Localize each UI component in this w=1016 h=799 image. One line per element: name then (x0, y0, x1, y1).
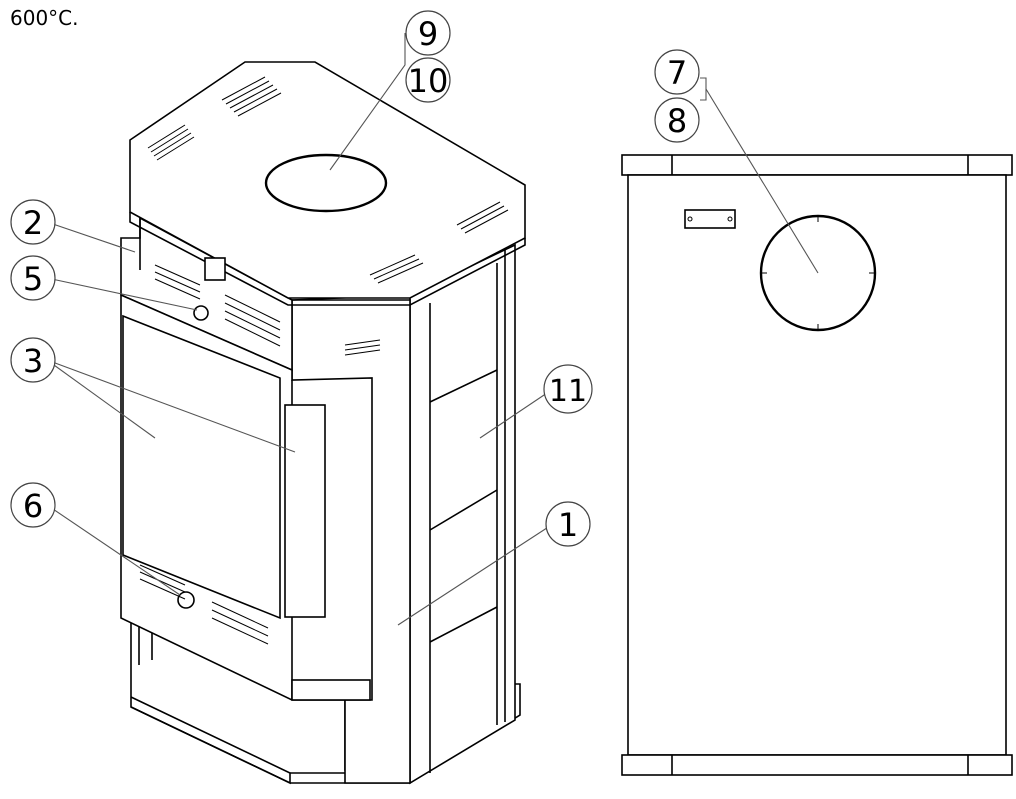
callout-9: 9 (405, 10, 451, 56)
callout-6: 6 (10, 482, 56, 528)
callout-label: 8 (667, 102, 687, 140)
callout-label: 1 (558, 506, 578, 544)
callout-3: 3 (10, 337, 56, 383)
stove-side-panel (409, 243, 516, 785)
top-handle (204, 257, 226, 281)
rear-top-rim (621, 154, 1013, 176)
callout-1: 1 (545, 501, 591, 547)
stove-top-plate (129, 61, 526, 299)
callout-label: 7 (667, 54, 687, 92)
callout-label: 2 (23, 204, 43, 242)
callout-7: 7 (654, 49, 700, 95)
rear-bottom-rim (621, 754, 1013, 776)
lower-vents (139, 564, 269, 645)
callout-label: 5 (23, 260, 43, 298)
callout-label: 10 (408, 62, 449, 100)
callout-5: 5 (10, 255, 56, 301)
air-control-knob-top (193, 305, 209, 321)
stove-rear-view (621, 154, 1013, 776)
flue-outlet-top (264, 153, 388, 213)
door-handle (284, 404, 326, 618)
ash-pan (291, 679, 371, 701)
callout-2: 2 (10, 199, 56, 245)
callout-label: 11 (549, 374, 587, 409)
top-vents (147, 76, 509, 284)
air-control-knob-bottom (177, 591, 195, 609)
callout-label: 3 (23, 342, 43, 380)
door-glass (122, 314, 281, 620)
leader-lines (46, 33, 819, 626)
callout-label: 9 (418, 15, 438, 53)
stove-3d-view (120, 61, 526, 785)
upper-vents (154, 264, 381, 356)
callout-11: 11 (543, 364, 593, 414)
callout-label: 6 (23, 487, 43, 525)
rating-plate (684, 209, 736, 229)
callout-8: 8 (654, 97, 700, 143)
callout-10: 10 (405, 57, 451, 103)
rear-panel (627, 174, 1007, 756)
caption-text: 600°C. (10, 6, 79, 30)
